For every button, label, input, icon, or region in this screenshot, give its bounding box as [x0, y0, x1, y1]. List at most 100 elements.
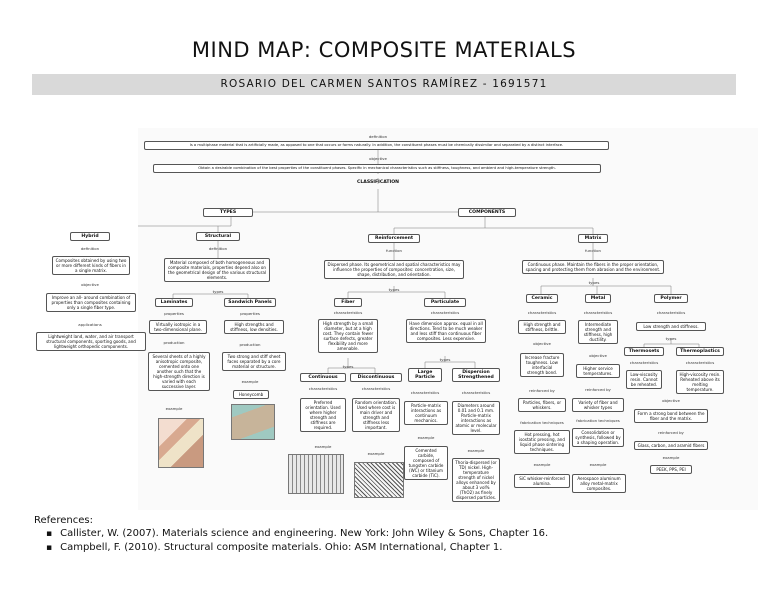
- sandwich-panels-node: Sandwich Panels: [224, 298, 276, 307]
- matrix-function: Continuous phase. Maintain the fibers in…: [522, 260, 664, 274]
- ceramic-fabrication: Hot pressing, hot isostatic pressing, an…: [514, 430, 570, 454]
- structural-types-link: types: [212, 289, 224, 294]
- dispersion-strengthened-node: Dispersion Strengthened: [452, 368, 500, 382]
- hybrid-node: Hybrid: [70, 232, 110, 241]
- hybrid-objective: Improve an all- around combination of pr…: [46, 293, 136, 312]
- thermosets-characteristics-link: characteristics: [629, 360, 659, 365]
- particulate-types-link: types: [439, 357, 451, 362]
- polymer-node: Polymer: [654, 294, 688, 303]
- hybrid-applications-link: applications: [78, 322, 102, 327]
- polymer-characteristics-link: characteristics: [656, 310, 686, 315]
- large-particle-example: Cemented carbide, composed of tungsten c…: [404, 446, 448, 480]
- fiber-characteristics: High strength by a small diameter, but a…: [318, 319, 378, 353]
- matrix-function-link: function: [585, 248, 601, 253]
- laminates-production-link: production: [163, 340, 185, 345]
- reinforcement-node: Reinforcement: [368, 234, 420, 243]
- large-particle-example-link: example: [417, 435, 435, 440]
- ceramic-example: SiC whisker-reinforced alumina.: [514, 474, 570, 488]
- thermosets-characteristics: Low-viscosity resin. Cannot be reheated.: [626, 370, 662, 389]
- large-particle-characteristics-link: characteristics: [410, 390, 440, 395]
- discontinuous-example-link: example: [367, 451, 385, 456]
- reinforcement-function-link: function: [386, 248, 402, 253]
- objective-box: Obtain a desirable combination of the be…: [153, 164, 601, 173]
- discontinuous-characteristics: Random orientation. Used where cost is m…: [352, 398, 400, 432]
- metal-objective-link: objective: [589, 353, 607, 358]
- types-node: TYPES: [203, 208, 253, 217]
- fiber-characteristics-link: characteristics: [333, 310, 363, 315]
- continuous-node: Continuous: [300, 373, 346, 382]
- ceramic-objective-link: objective: [533, 341, 551, 346]
- metal-characteristics-link: characteristics: [583, 310, 613, 315]
- ceramic-reinforced: Particles, fibers, or whiskers.: [518, 398, 566, 412]
- metal-fabrication-link: fabrication techniques: [576, 418, 620, 423]
- dispersion-characteristics-link: characteristics: [461, 390, 491, 395]
- hybrid-applications: Lightweight land, water, and air transpo…: [36, 332, 146, 351]
- particulate-characteristics: Have dimension approx. equal in all dire…: [406, 319, 486, 343]
- laminates-production: Several sheets of a highly anisotropic c…: [148, 352, 210, 391]
- sandwich-example-link: example: [241, 379, 259, 384]
- mind-map: definition Is a multiphase material that…: [70, 128, 758, 510]
- structural-definition: Material composed of both homogeneous an…: [164, 258, 270, 282]
- structural-node: Structural: [196, 232, 240, 241]
- thermoplastics-node: Thermoplastics: [676, 347, 724, 356]
- ceramic-example-link: example: [533, 462, 551, 467]
- metal-fabrication: Consolidation or synthesis, followed by …: [572, 428, 624, 447]
- laminate-sample-image: [158, 418, 204, 468]
- dispersion-example: Thoria-dispersed (or TD) nickel. High-te…: [452, 458, 500, 502]
- connector-lines: [138, 142, 700, 373]
- fiber-types-link: types: [342, 364, 354, 369]
- classification-node: CLASSIFICATION: [357, 180, 399, 185]
- references-heading: References:: [34, 515, 93, 526]
- laminates-node: Laminates: [155, 298, 193, 307]
- metal-characteristics: Intermediate strength and stiffness, hig…: [578, 320, 618, 344]
- structural-definition-link: definition: [208, 246, 228, 251]
- laminates-properties: Virtually isotropic in a two-dimensional…: [149, 320, 207, 334]
- discontinuous-characteristics-link: characteristics: [361, 386, 391, 391]
- polymer-objective: Form a strong bond between the fiber and…: [634, 409, 708, 423]
- large-particle-node: Large Particle: [408, 368, 442, 382]
- metal-node: Metal: [585, 294, 611, 303]
- definition-link: definition: [368, 134, 388, 139]
- hybrid-definition: Composites obtained by using two or more…: [52, 256, 130, 275]
- sandwich-properties: High strengths and stiffness, low densit…: [224, 320, 284, 334]
- ceramic-characteristics: High strength and stiffness, brittle.: [518, 320, 566, 334]
- reinforcement-function: Dispersed phase. Its geometrical and spa…: [324, 260, 464, 279]
- polymer-types-link: types: [665, 336, 677, 341]
- matrix-types-link: types: [588, 280, 600, 285]
- polymer-reinforced: Glass, carbon, and aramid fibers: [634, 441, 708, 450]
- objective-link: objective: [369, 156, 387, 161]
- metal-example: Aerospace aluminum alloy metal-matrix co…: [572, 474, 626, 493]
- particulate-node: Particulate: [424, 298, 466, 307]
- dispersion-example-link: example: [467, 448, 485, 453]
- metal-objective: Higher service temperatures.: [576, 364, 620, 378]
- reinforcement-types-link: types: [388, 287, 400, 292]
- continuous-fiber-image: [288, 454, 344, 494]
- discontinuous-node: Discontinuous: [350, 373, 402, 382]
- sandwich-production-link: production: [239, 342, 261, 347]
- polymer-example: PEEK, PPS, PEI: [650, 465, 692, 474]
- references-list: Callister, W. (2007). Materials science …: [34, 527, 754, 555]
- honeycomb-box: Honeycomb: [233, 390, 269, 399]
- thermosets-node: Thermosets: [624, 347, 664, 356]
- polymer-characteristics: Low strength and stiffness.: [636, 322, 706, 331]
- dispersion-characteristics: Diameters around 0.01 and 0.1 mm. Partic…: [452, 401, 500, 435]
- large-particle-characteristics: Particle-matrix interactions as continuu…: [404, 401, 448, 425]
- continuous-characteristics: Preferred orientation. Used where higher…: [300, 398, 346, 432]
- metal-reinforced-link: reinforced by: [585, 387, 611, 392]
- sandwich-properties-link: properties: [240, 311, 260, 316]
- fiber-node: Fiber: [334, 298, 362, 307]
- polymer-reinforced-link: reinforced by: [658, 430, 684, 435]
- hybrid-objective-link: objective: [81, 282, 99, 287]
- polymer-objective-link: objective: [662, 398, 680, 403]
- reference-item: Callister, W. (2007). Materials science …: [60, 527, 754, 541]
- particulate-characteristics-link: characteristics: [430, 310, 460, 315]
- hybrid-definition-link: definition: [80, 246, 100, 251]
- discontinuous-fiber-image: [354, 462, 404, 498]
- components-node: COMPONENTS: [458, 208, 516, 217]
- references-section: References: Callister, W. (2007). Materi…: [34, 514, 754, 555]
- reference-item: Campbell, F. (2010). Structural composit…: [60, 541, 754, 555]
- thermoplastics-characteristics: High-viscosity resin. Reheated above its…: [676, 370, 724, 394]
- continuous-example-link: example: [314, 444, 332, 449]
- definition-box: Is a multiphase material that is artific…: [144, 141, 609, 150]
- continuous-characteristics-link: characteristics: [308, 386, 338, 391]
